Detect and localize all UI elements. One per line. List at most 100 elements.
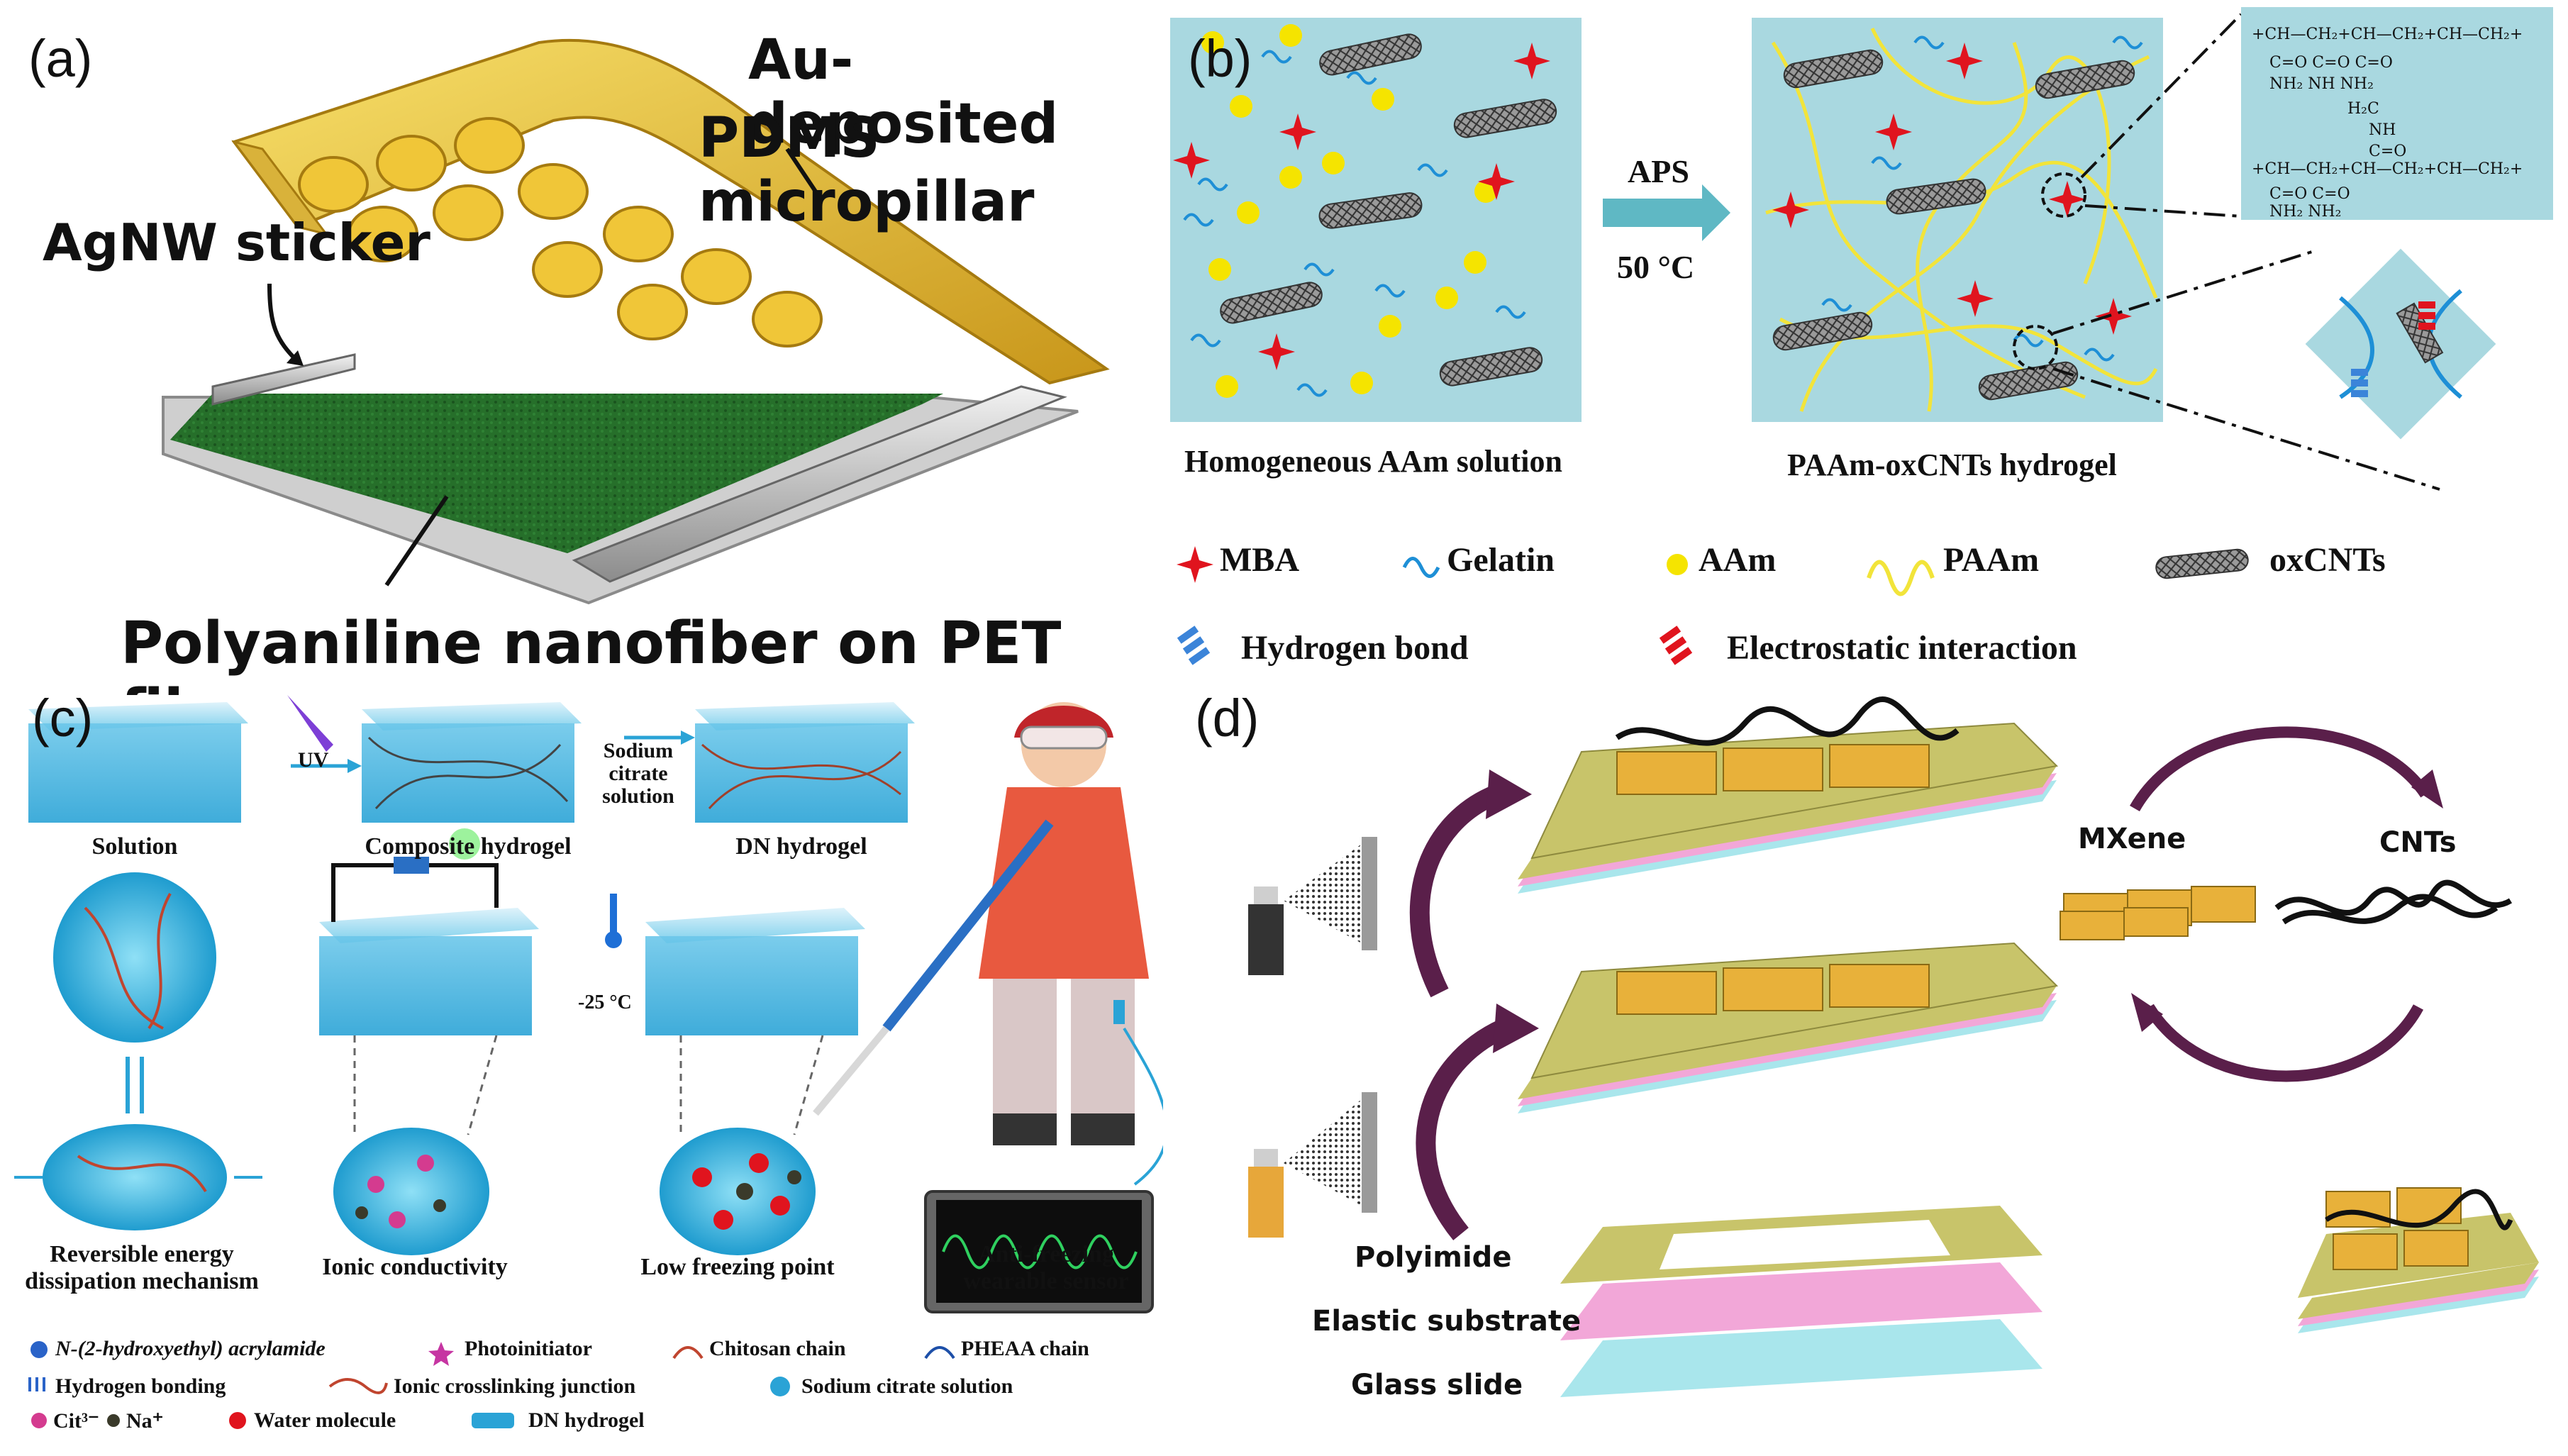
- ionic-zoom-ball: [333, 1128, 489, 1255]
- pdms-micropillar-flap: [231, 38, 1110, 385]
- interaction-diamond: [2305, 248, 2496, 440]
- network-ball-2: [43, 1124, 227, 1230]
- elastic-substrate-label: Elastic substrate: [1312, 1305, 1582, 1338]
- legend-sodium-citrate: Sodium citrate solution: [801, 1374, 1013, 1398]
- legend-oxcnts: oxCNTs: [2269, 541, 2386, 579]
- svg-text:C=O C=O C=O: C=O C=O C=O: [2269, 54, 2393, 72]
- legend-hydrogen-bonding: Hydrogen bonding: [55, 1374, 226, 1398]
- svg-text:NH₂ NH NH₂: NH₂ NH NH₂: [2269, 75, 2374, 93]
- legend-mba: MBA: [1220, 541, 1299, 579]
- hydrogel-synthesis-scheme: +CH—CH₂+CH—CH₂+CH—CH₂+ C=O C=O C=O NH₂ N…: [1170, 7, 2553, 665]
- agnw-sticker-right: [572, 385, 1067, 583]
- dn-hydrogel-illustration: [14, 695, 1163, 1429]
- legend-electrostatic: Electrostatic interaction: [1727, 629, 2077, 667]
- left-cnts: [1220, 33, 1557, 387]
- reversible-caption-1: Reversible energy: [50, 1241, 234, 1267]
- right-mba-stars: [1772, 43, 2132, 335]
- sodium-label-2: citrate: [608, 762, 668, 785]
- sodium-label-3: solution: [602, 784, 674, 808]
- panel-label-d: (d): [1195, 695, 1260, 748]
- legend-ionic-junction: Ionic crosslinking junction: [394, 1374, 636, 1398]
- legend-gelatin: Gelatin: [1447, 541, 1555, 579]
- reaction-arrow: [1603, 184, 1730, 241]
- legend-paam-symbol: [1867, 560, 1935, 596]
- legend-paam: PAAm: [1943, 541, 2040, 579]
- spray-fabrication-scheme: [1248, 696, 2539, 1397]
- mxene-sheets: [2060, 886, 2256, 940]
- svg-text:+CH—CH₂+CH—CH₂+CH—CH₂+: +CH—CH₂+CH—CH₂+CH—CH₂+: [2252, 26, 2523, 43]
- composite-caption: Composite hydrogel: [365, 833, 572, 860]
- legend-water: Water molecule: [254, 1408, 396, 1432]
- agnw-sticker-label: AgNW sticker: [43, 213, 430, 272]
- freezing-cube: [605, 894, 865, 1035]
- skier-figure: [813, 702, 1163, 1186]
- legend-na: Na⁺: [126, 1409, 164, 1433]
- lowfreeze-caption: Low freezing point: [640, 1254, 835, 1280]
- legend-aam-symbol: [1667, 554, 1688, 575]
- polyimide-label: Polyimide: [1355, 1241, 1512, 1274]
- legend-dn-hydrogel: DN hydrogel: [528, 1408, 645, 1432]
- mxene-label: MXene: [2078, 823, 2186, 855]
- panel-label-b: (b): [1188, 29, 1252, 88]
- elastic-layer: [1560, 1262, 2042, 1340]
- cycle-arrow-bottom: [2144, 1004, 2424, 1082]
- legend-nhea: N-(2-hydroxyethyl) acrylamide: [55, 1337, 326, 1360]
- dn-cube: [695, 702, 915, 823]
- left-box-caption: Homogeneous AAm solution: [1184, 444, 1562, 479]
- legend-aam: AAm: [1699, 541, 1777, 579]
- panel-label-a: (a): [28, 29, 93, 88]
- cnts-label: CNTs: [2379, 826, 2457, 859]
- panel-c: (c) UV Sodium citrate solution Solution …: [0, 695, 1163, 1456]
- network-ball-1: [53, 872, 216, 1043]
- left-gelatin: [1183, 50, 1526, 397]
- reversible-caption-2: dissipation mechanism: [25, 1268, 259, 1294]
- polyaniline-label: Polyaniline nanofiber on PET film: [121, 610, 1062, 695]
- circuit-cube: [319, 828, 539, 1035]
- left-aam-dots: [1201, 24, 1497, 398]
- zoom-circle-2: [2013, 325, 2058, 370]
- legend-cnt-symbol: [2155, 548, 2249, 579]
- zoom-circle-1: [2041, 172, 2086, 218]
- sodium-label-1: Sodium: [603, 739, 674, 762]
- aps-label: APS: [1628, 153, 1689, 189]
- micropillars: [298, 117, 823, 348]
- anti-freezing-caption-2: wearable sensor: [963, 1268, 1129, 1294]
- temperature-caption: -25 °C: [578, 991, 632, 1013]
- svg-text:+CH—CH₂+CH—CH₂+CH—CH₂+: +CH—CH₂+CH—CH₂+CH—CH₂+: [2252, 160, 2523, 178]
- solution-caption: Solution: [91, 833, 178, 860]
- panel-b: +CH—CH₂+CH—CH₂+CH—CH₂+ C=O C=O C=O NH₂ N…: [1163, 0, 2568, 695]
- cycle-arrow-top: [2130, 726, 2430, 811]
- svg-text:C=O C=O: C=O C=O: [2269, 185, 2350, 203]
- process-arrow-upper: [1409, 785, 1501, 998]
- legend-electrostatic-symbol: [1659, 626, 1693, 665]
- final-stack: [2298, 1187, 2539, 1333]
- anti-freezing-caption-1: Anti-freezing: [978, 1241, 1114, 1267]
- ionic-caption: Ionic conductivity: [322, 1254, 508, 1280]
- legend-photoinitiator: Photoinitiator: [465, 1337, 592, 1360]
- right-gelatin: [1821, 35, 2143, 362]
- glass-layer: [1560, 1319, 2042, 1397]
- svg-text:H₂C: H₂C: [2347, 100, 2379, 118]
- black-spray-can: [1248, 904, 1284, 975]
- right-box-caption: PAAm-oxCNTs hydrogel: [1787, 448, 2117, 482]
- legend-hydrogen-bond: Hydrogen bond: [1241, 629, 1469, 667]
- legend-chitosan: Chitosan chain: [709, 1337, 846, 1360]
- pressure-sensor-illustration: [162, 38, 1110, 605]
- legend-cit: Cit³⁻: [53, 1409, 99, 1433]
- legend-pheaa: PHEAA chain: [961, 1337, 1089, 1360]
- cnt-bundle: [2274, 879, 2513, 925]
- yellow-spray-can: [1248, 1167, 1284, 1238]
- legend-gelatin-symbol: [1402, 557, 1440, 578]
- composite-cube: [362, 702, 582, 823]
- solution-cube: [28, 702, 248, 823]
- svg-text:NH₂ NH₂: NH₂ NH₂: [2269, 203, 2342, 221]
- top-stack: [1518, 696, 2059, 894]
- dn-caption: DN hydrogel: [735, 833, 867, 860]
- left-mba-stars: [1173, 43, 1550, 370]
- panel-d: (d) MXene CNTs Polyimide Elastic substra…: [1163, 695, 2568, 1456]
- svg-text:NH: NH: [2369, 121, 2396, 139]
- chemical-structure-box: [2241, 7, 2553, 220]
- au-pdms-label-2: PDMS micropillar: [699, 106, 1035, 234]
- legend-hbond-symbol: [1177, 626, 1211, 665]
- legend-mba-symbol: [1177, 546, 1213, 583]
